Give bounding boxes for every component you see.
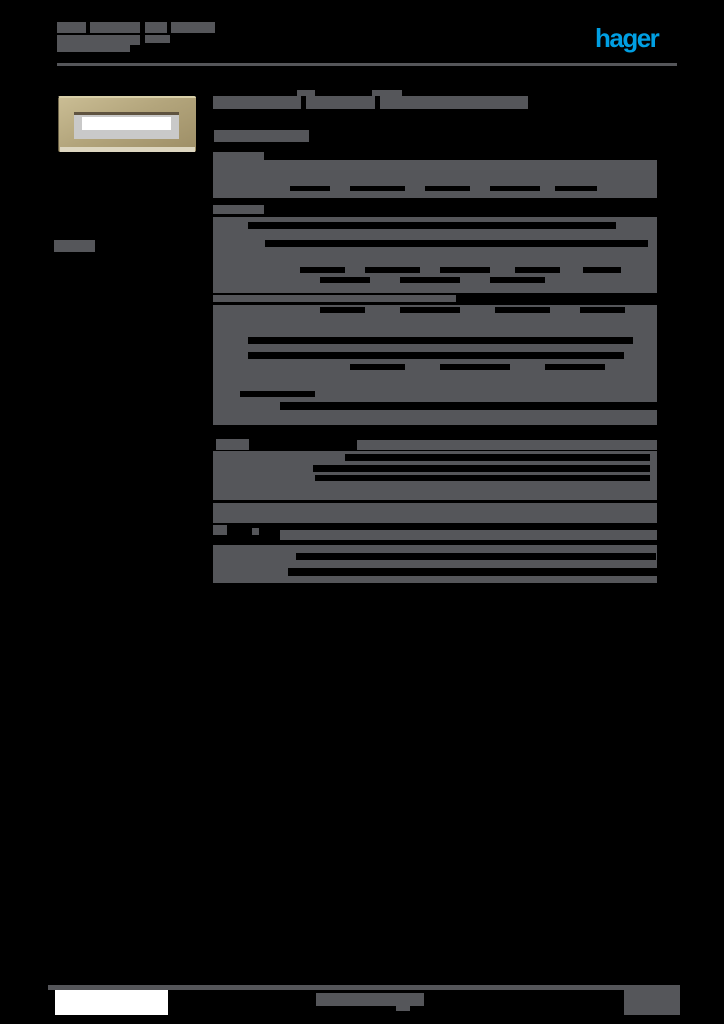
product-photo <box>58 96 196 152</box>
text-gap <box>490 186 540 191</box>
header-title-word <box>57 22 86 33</box>
footer-logo-box <box>55 990 168 1015</box>
header-subtitle-line <box>57 45 130 52</box>
text-gap <box>350 364 405 370</box>
row-gap <box>280 402 657 410</box>
row-gap <box>288 568 657 576</box>
text-gap <box>555 186 597 191</box>
spec-label <box>213 525 227 535</box>
plate-aperture <box>74 112 179 139</box>
text-gap <box>440 364 510 370</box>
row-gap <box>313 465 650 472</box>
text-gap <box>440 267 490 273</box>
spec-bullet <box>252 528 259 535</box>
product-title-segment <box>213 96 301 109</box>
text-gap <box>350 186 405 191</box>
product-title-ascender <box>297 90 315 96</box>
spec-value <box>357 440 657 450</box>
row-gap <box>248 352 624 359</box>
text-gap <box>495 307 550 313</box>
text-gap <box>515 267 560 273</box>
header-subtitle-word <box>145 35 170 43</box>
product-title-segment <box>380 96 528 109</box>
text-gap <box>580 307 625 313</box>
hager-logo: hager <box>595 23 660 53</box>
footer-text <box>316 993 424 1006</box>
text-gap <box>320 277 370 283</box>
footer-rule <box>48 985 680 990</box>
spec-band <box>213 503 657 523</box>
text-gap <box>300 267 345 273</box>
text-gap <box>583 267 621 273</box>
text-gap <box>400 277 460 283</box>
footer-page-box <box>624 990 680 1015</box>
text-gap <box>490 277 545 283</box>
footer-text-descender <box>396 1004 410 1011</box>
row-gap <box>315 475 650 481</box>
row-gap <box>265 240 648 247</box>
spec-value <box>280 530 657 540</box>
header-title-word <box>171 22 215 33</box>
cover-plate-image <box>58 96 196 152</box>
text-gap <box>320 307 365 313</box>
plate-aperture-slot <box>82 117 171 130</box>
spec-band <box>213 160 657 198</box>
row-gap <box>345 454 650 461</box>
section-heading <box>213 152 264 161</box>
text-gap <box>290 186 330 191</box>
section-heading <box>213 205 264 214</box>
plate-bottom-highlight <box>60 147 195 152</box>
product-title-segment <box>306 96 375 109</box>
text-gap <box>425 186 470 191</box>
text-gap <box>365 267 420 273</box>
product-title-ascender <box>372 90 402 96</box>
header-subtitle-line <box>57 35 140 45</box>
image-caption <box>54 240 95 252</box>
header-title-word <box>90 22 140 33</box>
row-gap <box>296 553 656 560</box>
header-title-word <box>145 22 167 33</box>
text-gap <box>240 391 315 397</box>
product-reference <box>214 130 309 142</box>
spec-band <box>213 545 657 583</box>
row-gap <box>248 337 633 344</box>
text-gap <box>545 364 605 370</box>
text-gap <box>400 307 460 313</box>
row-gap <box>248 222 616 229</box>
spec-label <box>216 439 249 450</box>
spec-row <box>213 295 456 302</box>
header-rule <box>57 63 677 66</box>
